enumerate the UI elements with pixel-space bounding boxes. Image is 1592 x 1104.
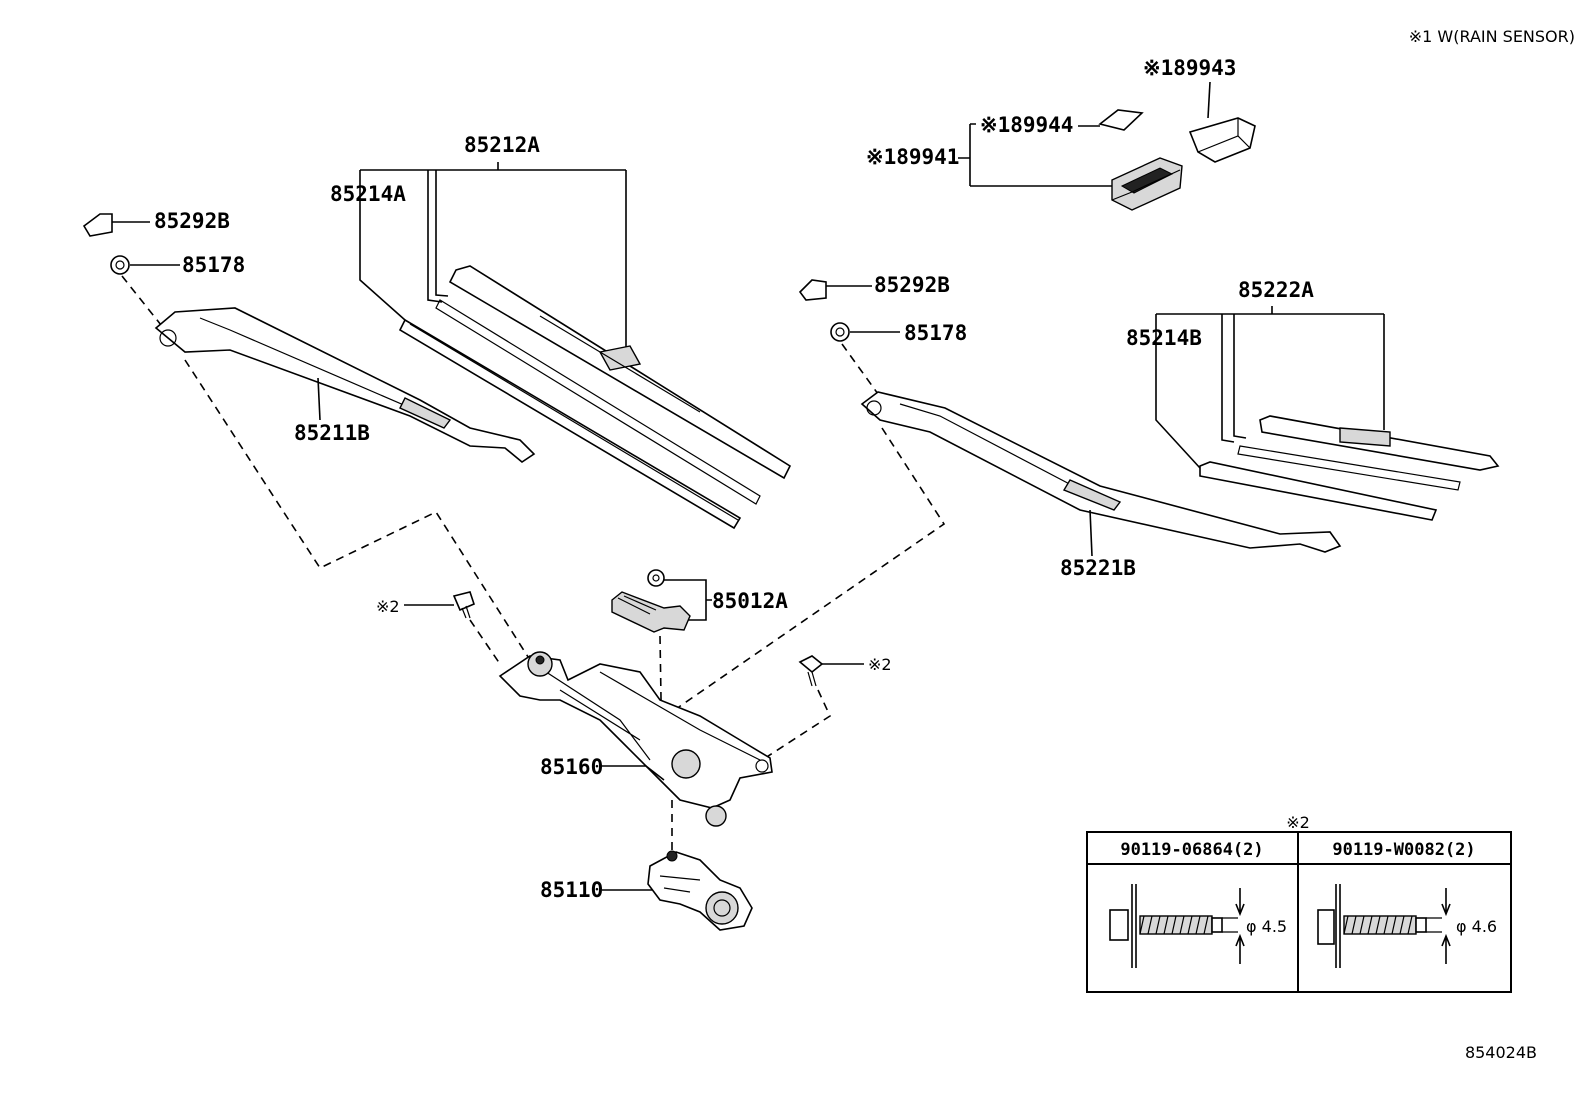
bolt-col2-header: 90119-W0082(2) [1332,840,1475,860]
label-85178-left[interactable]: 85178 [182,253,245,277]
left-wiper-group: 85212A 85214A 85292B 85178 85211B [82,133,792,661]
label-85211B[interactable]: 85211B [294,421,370,445]
label-89941[interactable]: ※189941 [866,145,959,169]
label-85221B[interactable]: 85221B [1060,556,1136,580]
wiper-motor-icon [647,851,753,931]
nut-85178-right-icon [830,322,850,342]
rain-sensor-note: ※1 W(RAIN SENSOR) [1409,27,1575,46]
bolt-2-dim: φ 4.6 [1456,917,1497,936]
label-85160[interactable]: 85160 [540,755,603,779]
bolt-1-drawing: φ 4.5 [1109,884,1287,968]
label-85212A[interactable]: 85212A [464,133,540,157]
right-wiper-group: 85292B 85178 85221B 85222A 85214B [659,273,1500,721]
rain-sensor-group: ※189943 ※189944 ※189941 [866,56,1256,211]
nut-85178-left-icon [110,255,130,275]
bolt-1-dim: φ 4.5 [1246,917,1287,936]
bolt-left-icon [452,591,475,612]
label-85178-right[interactable]: 85178 [904,321,967,345]
note2-right: ※2 [868,655,892,674]
wiper-refill-right [1199,461,1438,521]
sensor-pad-icon [1098,109,1144,131]
bolt-table-title: ※2 [1286,813,1310,832]
bolt-right-icon [798,655,824,674]
label-85222A[interactable]: 85222A [1238,278,1314,302]
label-89944[interactable]: ※189944 [980,113,1073,137]
note2-left: ※2 [376,597,400,616]
wiper-arm-right [860,391,1342,553]
cap-85292B-right-icon [798,279,827,301]
wiper-motor-85110: 85110 [540,850,753,931]
label-85214A[interactable]: 85214A [330,182,406,206]
diagram-id: 854024B [1465,1043,1537,1062]
cap-85292B-left-icon [82,213,113,237]
linkage-85012A-group: 85012A [611,569,788,761]
wiper-refill-left [398,318,742,530]
wiper-linkage-85160: 85160 [498,651,773,856]
wiper-blade-left [448,265,792,480]
linkage-85012A-icon [611,591,691,633]
bolt-2-drawing: φ 4.6 [1317,884,1497,968]
linkage-frame-icon [498,655,773,809]
label-85292B-left[interactable]: 85292B [154,209,230,233]
bolt-group: ※2 ※2 [376,591,892,761]
label-85012A[interactable]: 85012A [712,589,788,613]
bolt-col1-header: 90119-06864(2) [1120,840,1263,860]
label-85110[interactable]: 85110 [540,878,603,902]
sensor-cover-icon [1188,117,1256,163]
label-85292B-right[interactable]: 85292B [874,273,950,297]
bolt-spec-table: ※2 90119-06864(2) 90119-W0082(2) φ 4.5 [1086,813,1512,993]
label-85214B[interactable]: 85214B [1126,326,1202,350]
label-89943[interactable]: ※189943 [1143,56,1236,80]
